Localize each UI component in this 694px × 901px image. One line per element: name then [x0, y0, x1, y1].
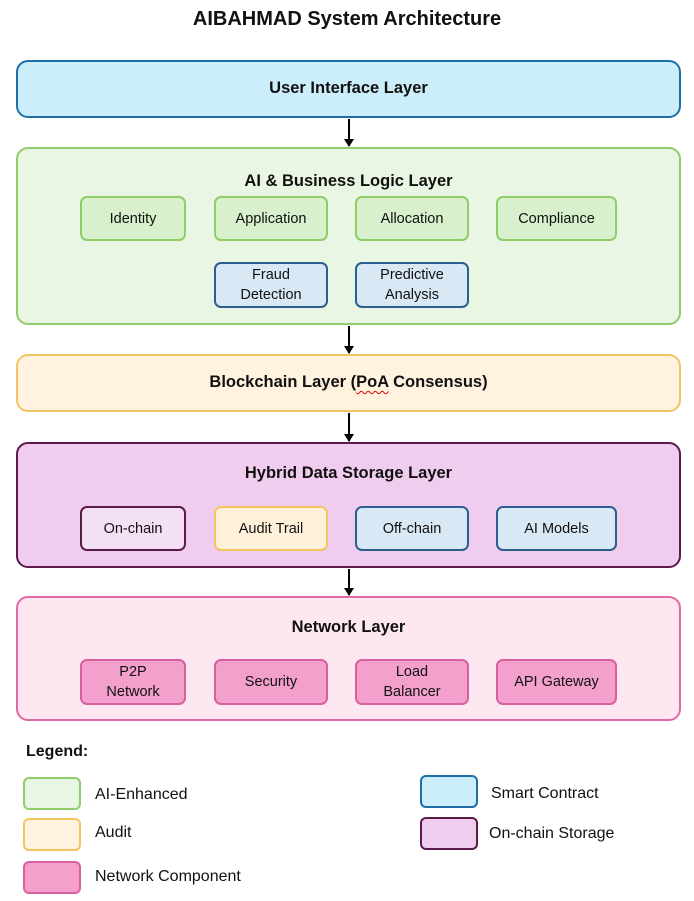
- component-predictive-analysis: Predictive Analysis: [355, 262, 469, 308]
- component-fraud-detection: Fraud Detection: [214, 262, 328, 308]
- component-ai-models: AI Models: [496, 506, 617, 551]
- arrow-ui-to-ai: [344, 119, 354, 147]
- component-p2p-network: P2P Network: [80, 659, 186, 705]
- legend-label-ai-enhanced: AI-Enhanced: [95, 786, 188, 803]
- user-interface-layer: User Interface Layer: [16, 60, 681, 118]
- component-api-gateway: API Gateway: [496, 659, 617, 705]
- legend-label-audit: Audit: [95, 824, 132, 841]
- legend-swatch-on-chain-storage: [420, 817, 478, 850]
- layer-title: Network Layer: [291, 618, 406, 636]
- title-poa: PoA: [356, 373, 389, 391]
- blockchain-layer: Blockchain Layer (PoA Consensus): [16, 354, 681, 412]
- diagram-title: AIBAHMAD System Architecture: [192, 8, 502, 30]
- arrow-ai-to-blockchain: [344, 326, 354, 354]
- title-suffix: Consensus): [388, 373, 488, 391]
- component-off-chain: Off-chain: [355, 506, 469, 551]
- component-audit-trail: Audit Trail: [214, 506, 328, 551]
- legend-swatch-ai-enhanced: [23, 777, 81, 810]
- legend-title: Legend:: [26, 743, 89, 760]
- component-allocation: Allocation: [355, 196, 469, 241]
- title-prefix: Blockchain Layer (: [209, 373, 357, 391]
- legend-swatch-network-component: [23, 861, 81, 894]
- legend-label-on-chain-storage: On-chain Storage: [489, 825, 615, 842]
- legend-swatch-smart-contract: [420, 775, 478, 808]
- component-application: Application: [214, 196, 328, 241]
- legend-label-network-component: Network Component: [95, 868, 241, 885]
- layer-title: AI & Business Logic Layer: [244, 172, 453, 190]
- component-identity: Identity: [80, 196, 186, 241]
- legend-swatch-audit: [23, 818, 81, 851]
- component-compliance: Compliance: [496, 196, 617, 241]
- component-load-balancer: Load Balancer: [355, 659, 469, 705]
- legend-label-smart-contract: Smart Contract: [491, 785, 599, 802]
- layer-title: Hybrid Data Storage Layer: [244, 464, 453, 482]
- layer-title: User Interface Layer: [269, 79, 428, 97]
- component-on-chain: On-chain: [80, 506, 186, 551]
- layer-title: Blockchain Layer (PoA Consensus): [18, 373, 679, 392]
- component-security: Security: [214, 659, 328, 705]
- arrow-storage-to-network: [344, 569, 354, 596]
- arrow-blockchain-to-storage: [344, 413, 354, 442]
